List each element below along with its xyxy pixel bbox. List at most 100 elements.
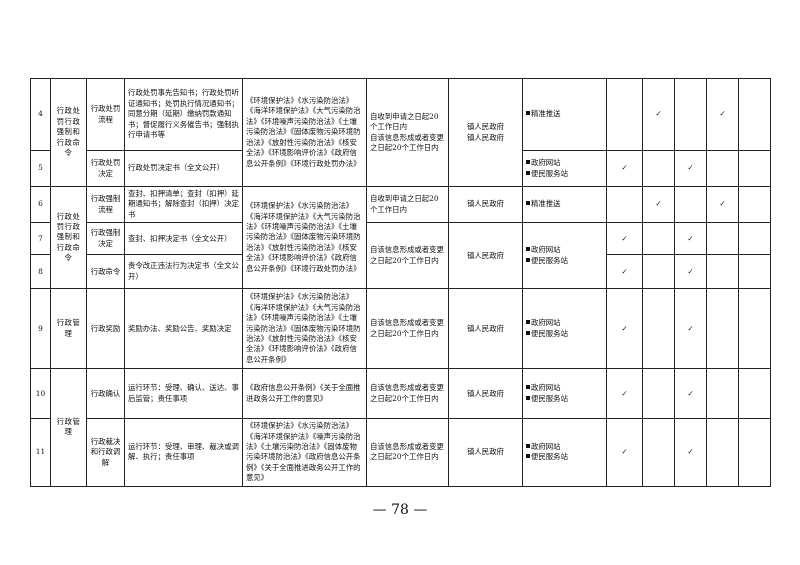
content-cell: 运行环节：受理、确认、送达、事后监管；责任事项 [124, 368, 243, 420]
content-cell: 行政处罚决定书（全文公开） [124, 150, 243, 187]
category-cell: 行政处罚行政强制和行政命令 [50, 78, 87, 187]
check-cell: ✓ [674, 254, 707, 290]
subcategory-cell: 行政命令 [86, 254, 125, 290]
square-bullet-icon [526, 170, 530, 175]
square-bullet-icon [526, 385, 530, 390]
subject-text: 镇人民政府 [467, 122, 504, 132]
check-cell [706, 418, 739, 487]
check-cell: ✓ [606, 418, 643, 487]
square-bullet-icon [526, 320, 530, 325]
check-cell [738, 254, 771, 290]
check-cell [738, 222, 771, 256]
category-cell: 行政管理 [50, 368, 87, 487]
content-cell: 查封、扣押决定书（全文公开） [124, 222, 243, 256]
disclosure-table: 4 行政处罚行政强制和行政命令 行政处罚流程 行政处罚事先告知书；行政处罚听证通… [30, 78, 771, 487]
check-cell [606, 78, 643, 151]
row-number: 7 [30, 222, 51, 256]
content-cell: 查封、扣押清单；查封（扣押）延期通知书；解除查封（扣押）决定书 [124, 185, 243, 224]
check-cell: ✓ [674, 288, 707, 370]
channel-cell: 精准推送 [522, 78, 607, 151]
check-cell [642, 418, 675, 487]
table-row: 7 行政强制决定 查封、扣押决定书（全文公开） 自该信息形成或者变更之日起20个… [30, 222, 771, 290]
square-bullet-icon [526, 247, 530, 252]
check-cell [674, 78, 707, 151]
subject-cell: 镇人民政府 [448, 222, 523, 290]
subject-cell: 镇人民政府 [448, 288, 523, 370]
check-cell: ✓ [706, 185, 739, 224]
check-cell: ✓ [674, 418, 707, 487]
check-cell [738, 418, 771, 487]
category-cell: 行政处罚行政强制和行政命令 [50, 185, 87, 290]
channel-cell: 政府网站 便民服务站 [522, 418, 607, 487]
check-cell [706, 254, 739, 290]
channel-cell: 政府网站 便民服务站 [522, 368, 607, 420]
row-number: 8 [30, 254, 51, 290]
content-cell: 行政处罚事先告知书；行政处罚听证通知书；处罚执行情况通知书；同意分期（延期）缴纳… [124, 78, 243, 151]
time-text: 自该信息形成或者变更之日起20个工作日内 [370, 132, 444, 152]
row-number: 4 [30, 78, 51, 151]
check-cell: ✓ [674, 222, 707, 256]
check-cell: ✓ [606, 150, 643, 187]
square-bullet-icon [526, 160, 530, 165]
check-cell [642, 150, 675, 187]
row-number: 10 [30, 368, 51, 420]
subject-cell: 镇人民政府 [448, 418, 523, 487]
basis-cell: 《环境保护法》《水污染防治法》《海洋环境保护法》《大气污染防治法》《环境噪声污染… [242, 185, 367, 290]
check-cell [642, 254, 675, 290]
subcategory-cell: 行政强制决定 [86, 222, 125, 256]
check-cell [738, 150, 771, 187]
check-cell [706, 150, 739, 187]
table-row: 4 行政处罚行政强制和行政命令 行政处罚流程 行政处罚事先告知书；行政处罚听证通… [30, 78, 771, 187]
check-cell: ✓ [606, 254, 643, 290]
check-cell [706, 222, 739, 256]
check-cell [738, 78, 771, 151]
channel-cell: 政府网站 便民服务站 [522, 150, 607, 187]
table-row: 9 行政管理 行政奖励 奖励办法、奖励公告、奖励决定 《环境保护法》《水污染防治… [30, 288, 771, 370]
content-cell: 责令改正违法行为决定书（全文公开） [124, 254, 243, 290]
subject-cell: 镇人民政府 [448, 368, 523, 420]
table-row: 11 行政裁决和行政调解 运行环节：受理、审理、裁决或调解、执行；责任事项 《环… [30, 418, 771, 487]
channel-cell: 政府网站 便民服务站 [522, 222, 607, 290]
square-bullet-icon [526, 111, 530, 116]
basis-cell: 《环境保护法》《水污染防治法》《海洋环境保护法》《噪声污染防治法》《土壤污染防治… [242, 418, 367, 487]
table-row: 8 行政命令 责令改正违法行为决定书（全文公开） ✓ ✓ [30, 254, 771, 290]
subject-text: 镇人民政府 [467, 132, 504, 142]
time-cell: 自该信息形成或者变更之日起20个工作日内 [366, 368, 449, 420]
subcategory-cell: 行政强制流程 [86, 185, 125, 224]
subject-cell: 镇人民政府 [448, 185, 523, 224]
time-cell: 自该信息形成或者变更之日起20个工作日内 [366, 288, 449, 370]
check-cell [738, 368, 771, 420]
row-number: 6 [30, 185, 51, 224]
check-cell [738, 288, 771, 370]
channel-cell: 精准推送 [522, 185, 607, 224]
subcategory-cell: 行政处罚决定 [86, 150, 125, 187]
row-number: 9 [30, 288, 51, 370]
table-row: 6 行政处罚行政强制和行政命令 行政强制流程 查封、扣押清单；查封（扣押）延期通… [30, 185, 771, 290]
check-cell: ✓ [674, 150, 707, 187]
subject-cell: 镇人民政府 镇人民政府 [448, 78, 523, 187]
table-row: 10 行政管理 行政确认 运行环节：受理、确认、送达、事后监管；责任事项 《政府… [30, 368, 771, 487]
check-cell [642, 288, 675, 370]
time-cell: 自该信息形成或者变更之日起20个工作日内 [366, 418, 449, 487]
time-text: 自收到申请之日起20个工作日内 [370, 111, 439, 132]
check-cell [706, 368, 739, 420]
time-cell: 自收到申请之日起20个工作日内 [366, 185, 449, 224]
row-number: 11 [30, 418, 51, 487]
time-cell: 自该信息形成或者变更之日起20个工作日内 [366, 222, 449, 290]
check-cell: ✓ [606, 288, 643, 370]
content-cell: 运行环节：受理、审理、裁决或调解、执行；责任事项 [124, 418, 243, 487]
check-cell [606, 185, 643, 224]
basis-cell: 《政府信息公开条例》《关于全面推进政务公开工作的意见》 [242, 368, 367, 420]
check-cell: ✓ [642, 185, 675, 224]
check-cell: ✓ [606, 222, 643, 256]
check-cell: ✓ [674, 368, 707, 420]
check-cell: ✓ [606, 368, 643, 420]
page-number: — 78 — [372, 502, 428, 518]
square-bullet-icon [526, 444, 530, 449]
square-bullet-icon [526, 330, 530, 335]
square-bullet-icon [526, 395, 530, 400]
subcategory-cell: 行政裁决和行政调解 [86, 418, 125, 487]
check-cell [642, 368, 675, 420]
check-cell [642, 222, 675, 256]
